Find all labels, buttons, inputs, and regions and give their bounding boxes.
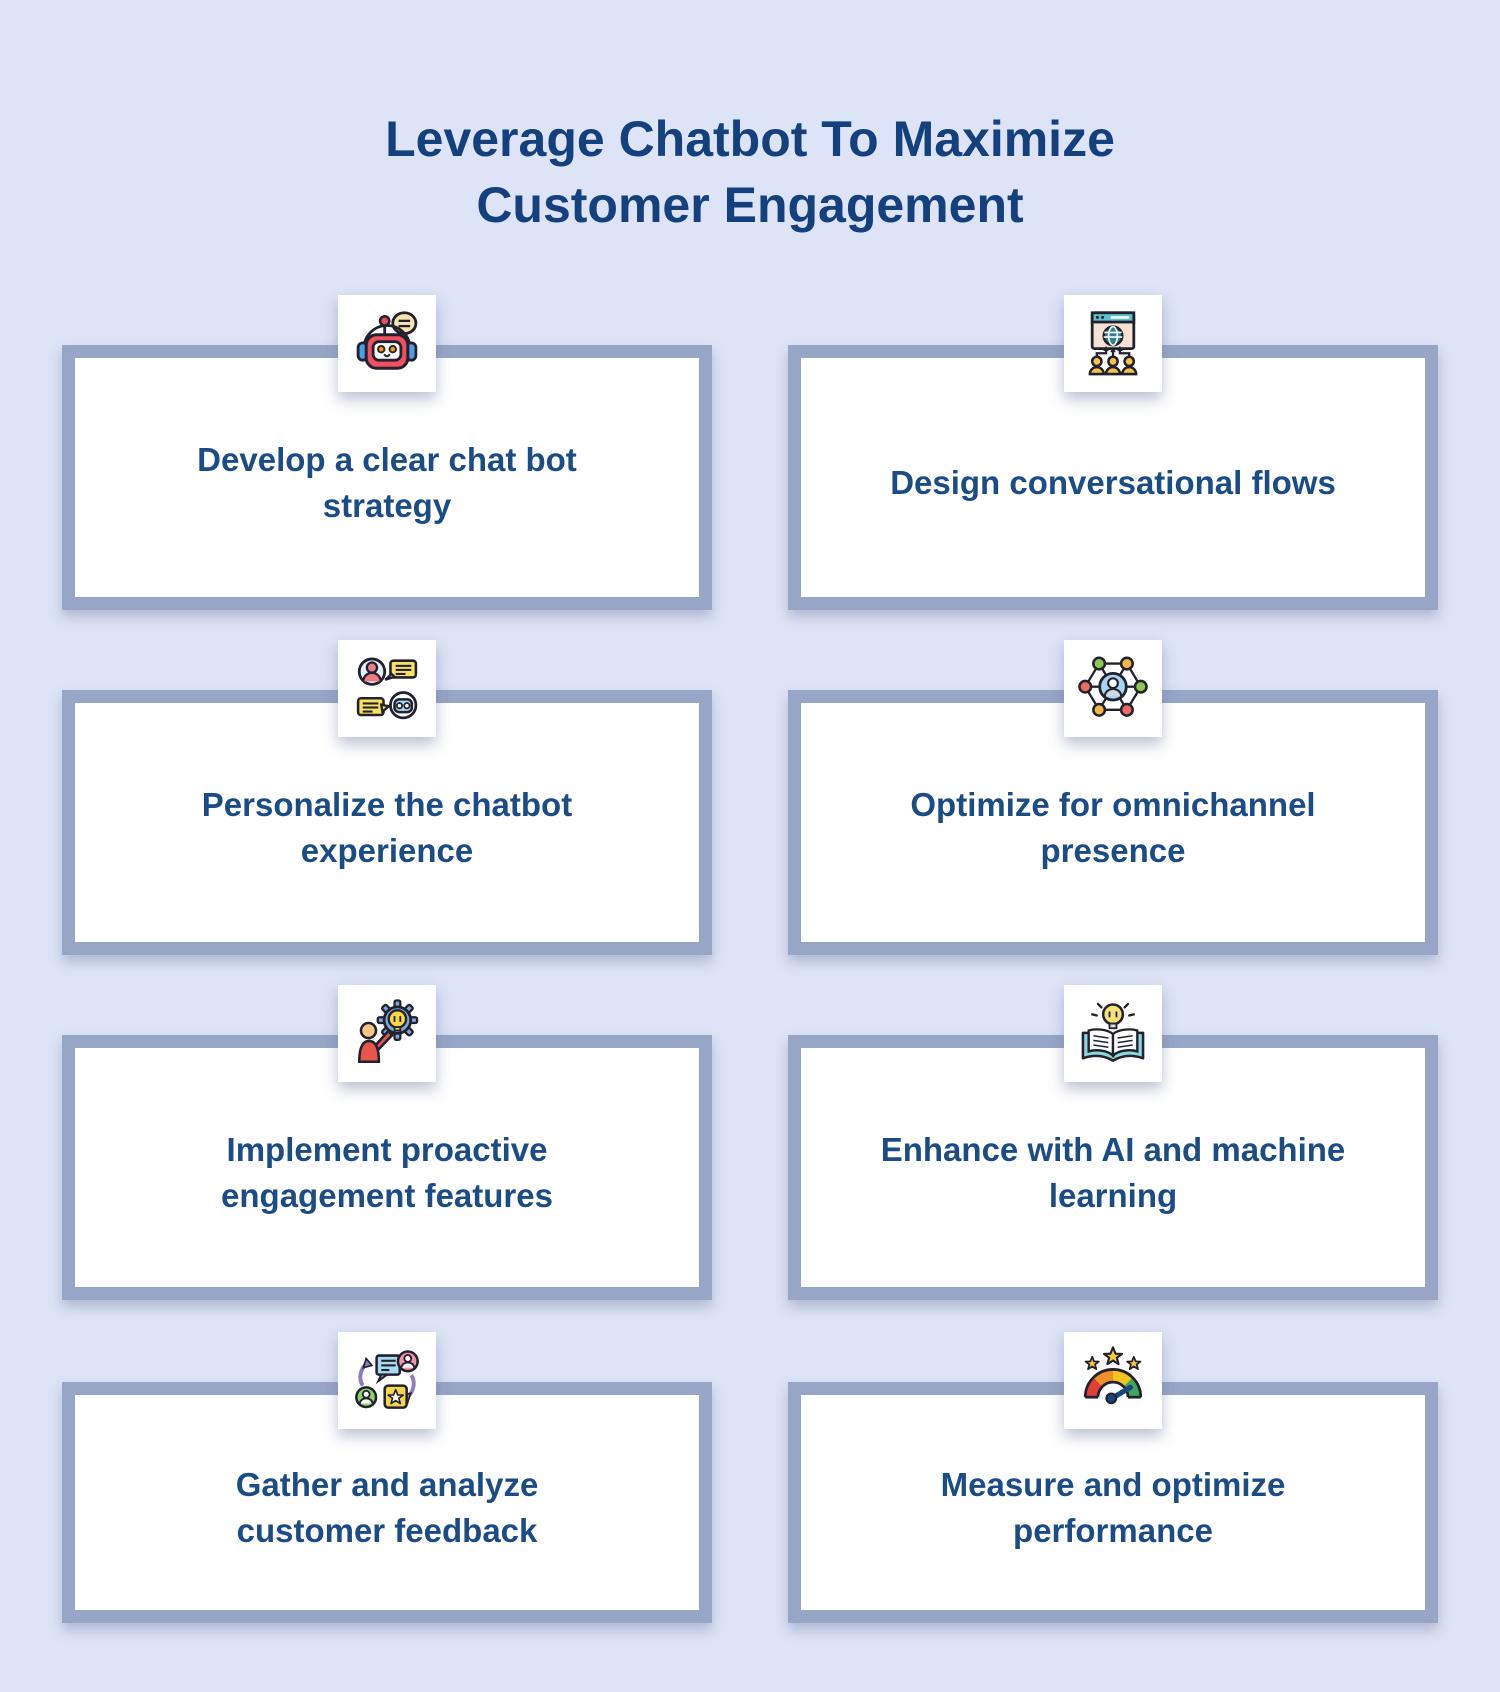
card-customer-feedback: Gather and analyze customer feedback [62, 1332, 712, 1623]
card-design-flows: Design conversational flows [788, 295, 1438, 610]
card-label: Develop a clear chat bot strategy [197, 440, 577, 524]
book-lightbulb-icon [1081, 1002, 1145, 1062]
person-gear-lightbulb-icon [357, 998, 419, 1063]
card-label: Design conversational flows [890, 463, 1336, 501]
chatbot-robot-icon [356, 310, 418, 370]
card-develop-strategy: Develop a clear chat bot strategy [62, 295, 712, 610]
card-label: Gather and analyze customer feedback [235, 1465, 539, 1549]
icon-tile [1064, 985, 1162, 1082]
page-title: Leverage Chatbot To Maximize Customer En… [385, 110, 1115, 233]
card-ai-machine-learning: Enhance with AI and machine learning [788, 985, 1438, 1300]
card-measure-performance: Measure and optimize performance [788, 1332, 1438, 1623]
website-users-flow-icon [1088, 310, 1138, 375]
omnichannel-network-icon [1078, 656, 1148, 717]
card-label: Implement proactive engagement features [221, 1130, 553, 1214]
feedback-loop-star-icon [355, 1349, 419, 1409]
card-label: Measure and optimize performance [940, 1465, 1286, 1549]
icon-tile [1064, 295, 1162, 392]
icon-tile [1064, 640, 1162, 737]
card-label: Enhance with AI and machine learning [880, 1130, 1346, 1214]
user-chat-bubbles-icon [356, 657, 418, 719]
card-label: Personalize the chatbot experience [201, 785, 573, 869]
performance-gauge-icon [1083, 1345, 1143, 1404]
card-proactive-engagement: Implement proactive engagement features [62, 985, 712, 1300]
card-label: Optimize for omnichannel presence [910, 785, 1316, 869]
icon-tile [338, 1332, 436, 1429]
card-omnichannel-presence: Optimize for omnichannel presence [788, 640, 1438, 955]
icon-tile [338, 985, 436, 1082]
card-personalize-experience: Personalize the chatbot experience [62, 640, 712, 955]
icon-tile [338, 640, 436, 737]
icon-tile [338, 295, 436, 392]
icon-tile [1064, 1332, 1162, 1429]
